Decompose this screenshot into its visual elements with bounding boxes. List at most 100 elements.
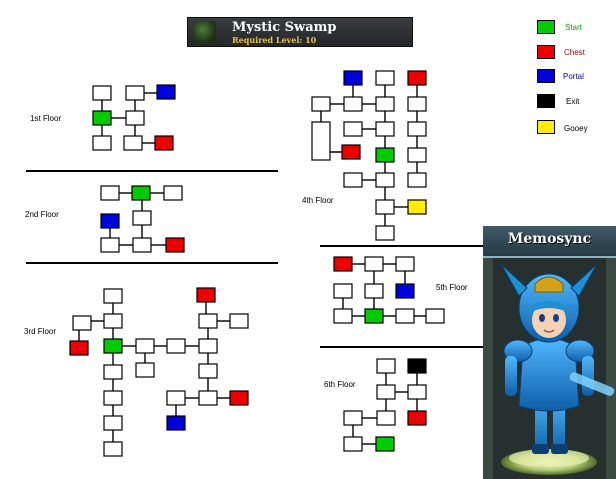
floor-3-room: [135, 362, 155, 378]
floor-6-room: [376, 410, 396, 426]
floor-1-room: [125, 110, 145, 126]
character-portrait: [483, 256, 616, 479]
floor-2-room: [163, 185, 183, 201]
floor-5-room: [333, 308, 353, 324]
floor-5-room: [333, 283, 353, 299]
legend-label-portal: Portal: [563, 72, 584, 81]
floor-6-chest-room: [407, 410, 427, 426]
floor-6-room: [376, 358, 396, 374]
floor-3-room: [166, 390, 186, 406]
floor-4-portal-room: [343, 70, 363, 86]
floor-4-room: [407, 172, 427, 188]
legend-label-exit: Exit: [566, 97, 580, 106]
floor-5-room: [364, 256, 384, 272]
floor-4-room: [375, 199, 395, 215]
character-name-bar: [483, 226, 616, 258]
floor-3-chest-room: [229, 390, 249, 406]
legend-swatch-portal: [537, 69, 555, 83]
floor-2-portal-room: [100, 213, 120, 229]
floor-2-room: [132, 237, 152, 253]
floor-3-room: [198, 363, 218, 379]
floor-4-gooey-room: [407, 199, 427, 215]
floor-5-room: [364, 283, 384, 299]
floor-6-start-room: [375, 436, 395, 452]
floor-3-room: [103, 288, 123, 304]
floor-4-room: [311, 96, 331, 112]
floor-4-room: [343, 172, 363, 188]
floor-3-room: [135, 338, 155, 354]
floor-4-room: [407, 96, 427, 112]
floor-3-room: [229, 313, 249, 329]
floor-6-room: [376, 384, 396, 400]
floor-4-room: [343, 121, 363, 137]
floor-1-room: [92, 85, 112, 101]
floor-4-room: [407, 121, 427, 137]
floor-3-chest-room: [196, 287, 216, 303]
floor-label-3: 3rd Floor: [24, 327, 57, 336]
floor-6-room: [343, 410, 363, 426]
legend-label-chest: Chest: [564, 48, 585, 57]
floor-4-room: [375, 172, 395, 188]
floor-1-room: [125, 85, 145, 101]
floor-4-room: [375, 225, 395, 241]
floor-3-portal-room: [166, 415, 186, 431]
swamp-icon: [194, 21, 216, 43]
floor-5-start-room: [364, 308, 384, 324]
floor-4-room: [407, 147, 427, 163]
floor-5-chest-room: [333, 256, 353, 272]
floor-4-room: [343, 96, 363, 112]
floor-5-room: [425, 308, 445, 324]
floor-2-start-room: [131, 185, 151, 201]
floor-1-portal-room: [156, 84, 176, 100]
floor-3-room: [198, 390, 218, 406]
floor-4-large-room: [311, 121, 331, 161]
divider-floor-5-6: [320, 346, 483, 348]
floor-4-chest-room: [407, 70, 427, 86]
zone-title: Mystic Swamp: [232, 20, 337, 35]
floor-3-start-room: [103, 338, 123, 354]
floor-1-start-room: [92, 110, 112, 126]
floor-3-room: [198, 313, 218, 329]
legend-label-gooey: Gooey: [564, 124, 588, 133]
floor-1-chest-room: [154, 135, 174, 151]
legend-swatch-exit: [537, 94, 555, 108]
character-name: Memosync: [507, 231, 592, 247]
zone-banner: Mystic Swamp Required Level: 10: [187, 17, 413, 47]
floor-1-room: [123, 135, 143, 151]
floor-3-room: [72, 315, 92, 331]
legend-label-start: Start: [565, 23, 582, 32]
floor-3-room: [103, 313, 123, 329]
floor-3-room: [198, 338, 218, 354]
floor-4-room: [375, 70, 395, 86]
floor-3-chest-room: [69, 340, 89, 356]
floor-6-room: [407, 384, 427, 400]
floor-6-room: [343, 436, 363, 452]
floor-5-room: [395, 308, 415, 324]
floor-2-room: [100, 185, 120, 201]
floor-4-room: [375, 121, 395, 137]
floor-2-chest-room: [165, 237, 185, 253]
divider-floor-2-3: [26, 262, 278, 264]
floor-2-room: [132, 210, 152, 226]
legend-swatch-start: [537, 20, 555, 34]
floor-6-exit-room: [407, 358, 427, 374]
floor-label-1: 1st Floor: [30, 114, 62, 123]
legend-swatch-gooey: [537, 120, 555, 134]
floor-3-room: [103, 364, 123, 380]
legend-swatch-chest: [537, 45, 555, 59]
floor-4-chest-room: [341, 144, 361, 160]
floor-4-room: [375, 96, 395, 112]
floor-3-room: [103, 390, 123, 406]
floor-label-4: 4th Floor: [302, 196, 334, 205]
zone-required-level: Required Level: 10: [232, 35, 317, 45]
floor-label-6: 6th Floor: [324, 380, 356, 389]
floor-1-room: [92, 135, 112, 151]
divider-floor-1-2: [26, 170, 278, 172]
floor-label-2: 2nd Floor: [25, 210, 59, 219]
character-card: Memosync: [483, 226, 616, 479]
floor-5-portal-room: [395, 283, 415, 299]
floor-4-start-room: [375, 147, 395, 163]
floor-label-5: 5th Floor: [436, 283, 468, 292]
divider-floor-4-5: [320, 245, 483, 247]
